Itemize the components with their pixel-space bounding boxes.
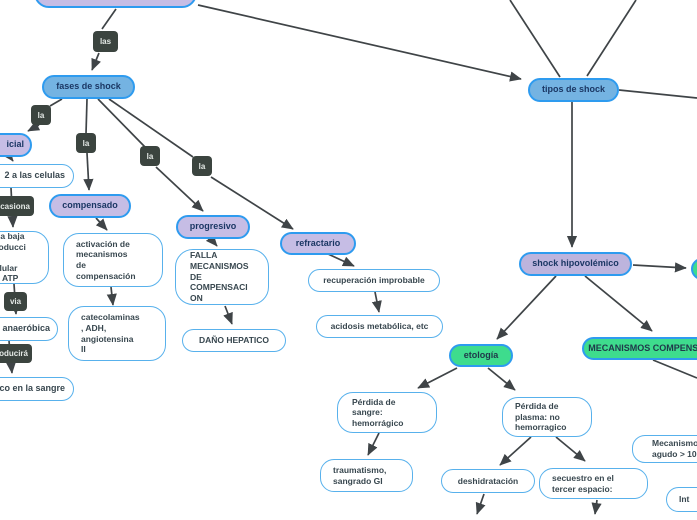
node-label: deshidratación [457,475,519,486]
node-label: MECANISMOS COMPENSA [588,342,697,353]
node-root-topic[interactable] [34,0,197,8]
edge-label-text: la [146,151,154,161]
node-label: Int [679,494,690,505]
node-mecanismos-compensa[interactable]: MECANISMOS COMPENSA [582,337,697,360]
node-label: Pérdida de plasma: no hemorragico [515,401,567,433]
node-refractario[interactable]: refractario [280,232,356,255]
node-dano-hepatico[interactable]: DAÑO HEPATICO [182,329,286,352]
node-activacion-mecanismos[interactable]: activación de mecanismos de compensación [63,233,163,287]
node-label: Mecanismo agudo > 10 [652,438,697,459]
node-interno[interactable]: Int [666,487,697,512]
node-label: 2 a las celulas [4,170,65,181]
edge-label-text: producirá [0,349,28,358]
node-label: fases de shock [56,81,121,92]
edge-label-producira[interactable]: producirá [0,344,32,363]
edge-label-text: la [198,161,206,171]
node-label: secuestro en el tercer espacio: [552,472,614,494]
node-label: acidosis metabólica, etc [330,321,429,332]
edge-label-la-4[interactable]: la [192,156,212,176]
node-label: anaeróbica [2,323,50,334]
node-label: traumatismo, sangrado GI [333,464,387,486]
edge-label-text: la [37,110,45,120]
node-label: etología [463,349,499,360]
node-shock-hipovolemico[interactable]: shock hipovolémico [519,252,632,276]
node-progresivo[interactable]: progresivo [176,215,250,239]
edge-label-text: ocasiona [0,201,30,211]
node-deshidratacion[interactable]: deshidratación [441,469,535,493]
node-label: refractario [295,237,341,248]
node-perdida-sangre[interactable]: Pérdida de sangre: hemorrágico [337,392,437,433]
node-secuestro-tercer-espacio[interactable]: secuestro en el tercer espacio: [539,468,648,499]
node-label: co en la sangre [0,383,65,394]
node-inicial[interactable]: icial [0,133,32,157]
edge-label-text: la [82,138,90,148]
node-falla-mecanismos[interactable]: FALLA MECANISMOS DE COMPENSACI ON [175,249,269,305]
node-label: activación de mecanismos de compensación [76,238,136,281]
node-label: shock hipovolémico [532,258,619,269]
edge-label-via[interactable]: via [4,292,27,311]
node-compensado[interactable]: compensado [49,194,131,218]
edge-label-text: las [99,37,112,46]
node-recuperacion-improbable[interactable]: recuperación improbable [308,269,440,292]
node-label: una baja producci on celular de ATP [0,230,26,284]
node-acidosis-metabolica[interactable]: acidosis metabólica, etc [316,315,443,338]
node-acido-en-sangre[interactable]: co en la sangre [0,377,74,401]
edge-label-text: via [9,297,22,306]
edge-label-la-3[interactable]: la [140,146,160,166]
node-label: FALLA MECANISMOS DE COMPENSACI ON [190,250,249,303]
edge-label-la-2[interactable]: la [76,133,96,153]
node-baja-produccion-atp[interactable]: una baja producci on celular de ATP [0,231,49,284]
node-label: progresivo [189,221,237,232]
node-fases-de-shock[interactable]: fases de shock [42,75,135,99]
node-label: tipos de shock [541,84,605,95]
edge-label-ocasiona[interactable]: ocasiona [0,196,34,216]
node-tipos-de-shock[interactable]: tipos de shock [528,78,619,102]
node-label: Pérdida de sangre: hemorrágico [352,396,404,428]
node-label: catecolaminas , ADH, angiotensina II [81,312,140,355]
edge-label-las[interactable]: las [93,31,118,52]
node-mecanismo-agudo[interactable]: Mecanismo agudo > 10 [632,435,697,463]
node-label: compensado [62,200,118,211]
node-falta-oxigeno-celulas[interactable]: 2 a las celulas [0,164,74,188]
node-label: recuperación improbable [323,275,425,286]
node-label: DAÑO HEPATICO [198,335,270,346]
node-catecolaminas[interactable]: catecolaminas , ADH, angiotensina II [68,306,166,361]
node-anaerobica[interactable]: anaeróbica [0,317,58,341]
node-perdida-plasma[interactable]: Pérdida de plasma: no hemorragico [502,397,592,437]
node-label: icial [6,139,24,150]
node-etologia[interactable]: etología [449,344,513,367]
node-traumatismo[interactable]: traumatismo, sangrado GI [320,459,413,492]
edge-label-la-1[interactable]: la [31,105,51,125]
